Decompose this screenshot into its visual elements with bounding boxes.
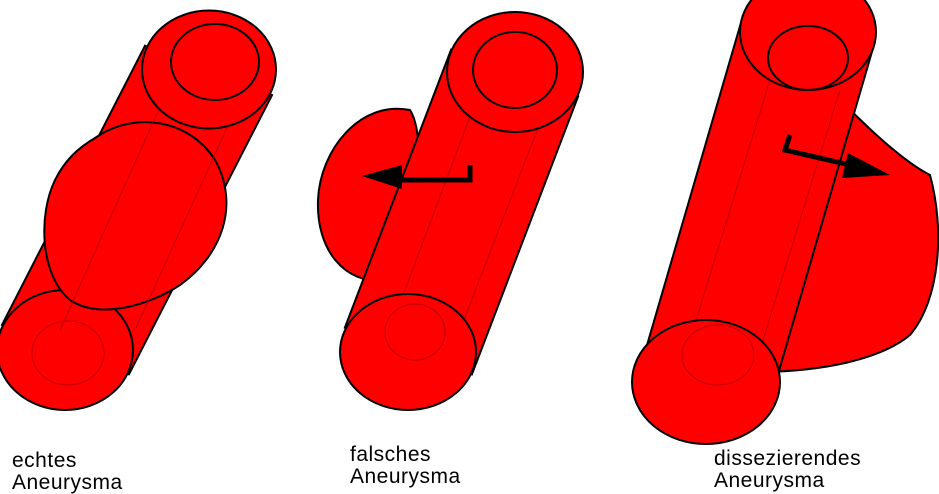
dissecting-aneurysm-figure bbox=[632, 0, 938, 444]
caption-false-aneurysm: falsches Aneurysma bbox=[350, 444, 461, 488]
caption-true-aneurysm: echtes Aneurysma bbox=[12, 450, 123, 494]
vessel-top-opening bbox=[447, 12, 583, 132]
true-aneurysm-figure bbox=[0, 11, 276, 411]
vessel-bottom-end bbox=[340, 294, 476, 410]
caption-line-1: dissezierendes bbox=[714, 448, 861, 470]
vessel-bottom-end bbox=[632, 320, 780, 444]
caption-line-2: Aneurysma bbox=[714, 470, 861, 492]
caption-dissecting-aneurysm: dissezierendes Aneurysma bbox=[714, 448, 861, 492]
false-aneurysm-figure bbox=[318, 12, 583, 410]
caption-line-1: echtes bbox=[12, 450, 123, 472]
caption-line-2: Aneurysma bbox=[350, 466, 461, 488]
aneurysm-bulge bbox=[44, 122, 226, 309]
caption-line-1: falsches bbox=[350, 444, 461, 466]
caption-line-2: Aneurysma bbox=[12, 472, 123, 494]
vessel-top-opening bbox=[142, 11, 276, 129]
